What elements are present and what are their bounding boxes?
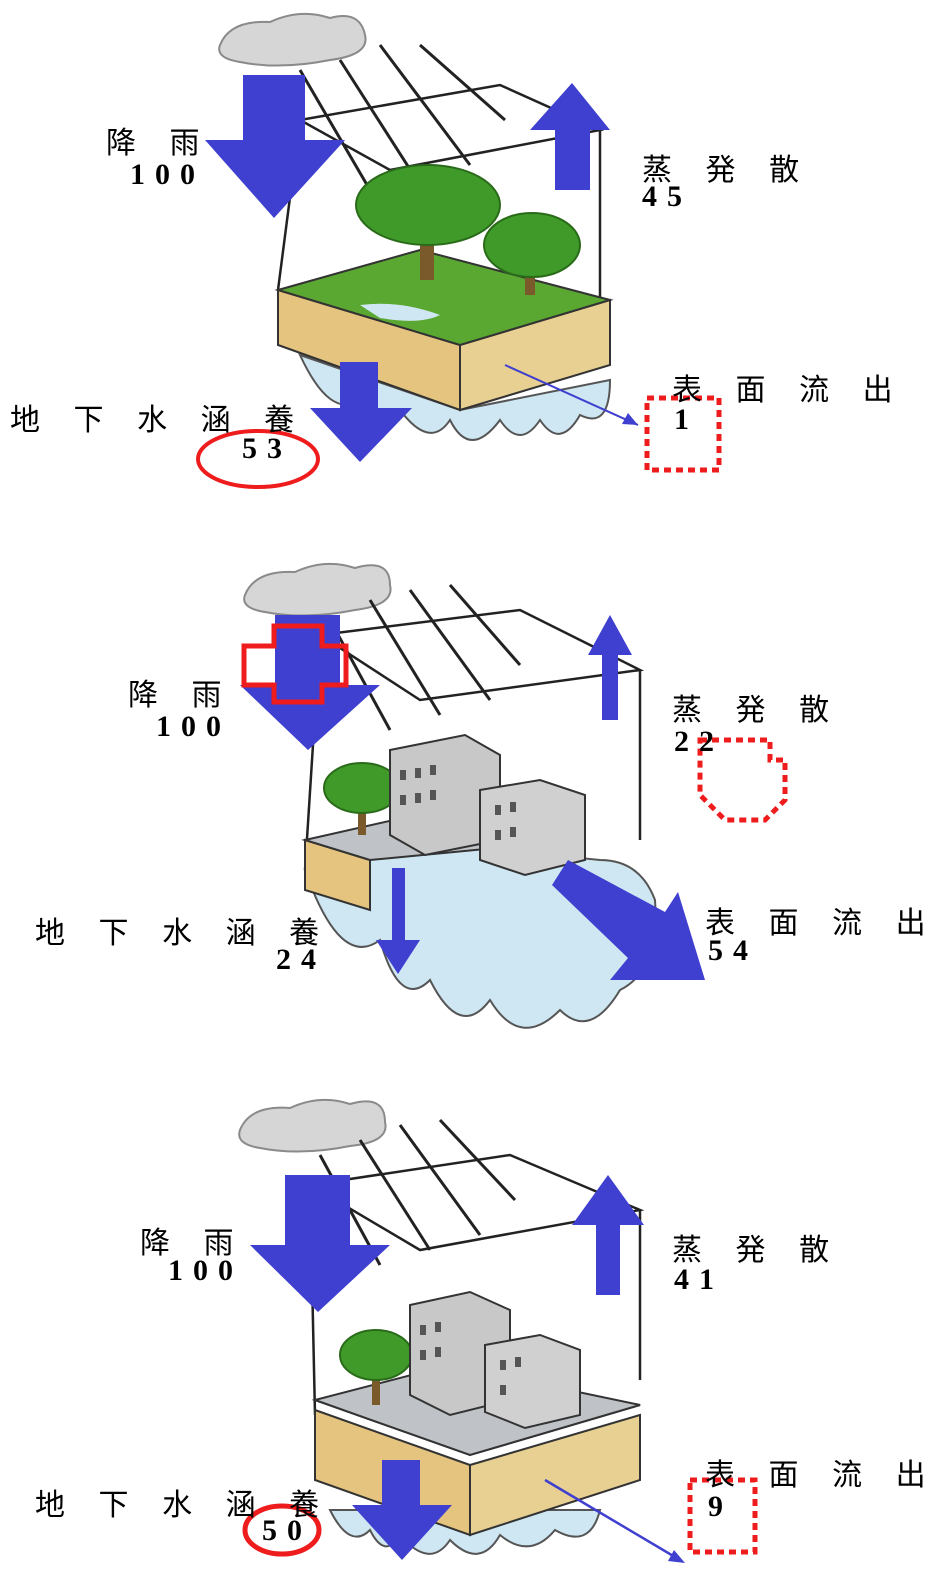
rain-lines: [298, 43, 506, 191]
cloud-icon: [243, 562, 392, 617]
forest-illustration: [196, 12, 722, 489]
recharge-arrow: [310, 362, 412, 462]
runoff-arrow: [544, 1478, 681, 1562]
rain-value: 100: [130, 158, 205, 191]
evap-value: 45: [642, 180, 692, 213]
evap-arrow: [588, 615, 632, 720]
evap-label: 蒸 発 散: [672, 1233, 842, 1268]
soil-layer-right: [469, 1413, 641, 1537]
recharge-label: 地 下 水 涵 養: [35, 916, 332, 951]
runoff-arrow: [504, 364, 639, 426]
rain-value: 100: [156, 710, 231, 743]
rain-arrow: [240, 615, 380, 750]
recharge-label: 地 下 水 涵 養: [35, 1488, 332, 1523]
runoff-label: 表 面 流 出: [705, 906, 935, 941]
runoff-value: 54: [708, 934, 758, 967]
runoff-highlight: [697, 737, 788, 823]
tree-icon: [339, 1329, 413, 1405]
recharge-arrow: [376, 868, 420, 974]
evap-arrow: [572, 1175, 644, 1295]
recharge-arrow: [352, 1460, 452, 1560]
recharge-value: 53: [242, 432, 292, 465]
recharge-value: 24: [276, 943, 326, 976]
runoff-value: 1: [674, 403, 699, 436]
tree-icon: [355, 164, 501, 280]
evap-value: 22: [674, 725, 724, 758]
rain-label: 降 雨: [128, 678, 234, 713]
tree-icon: [483, 212, 581, 295]
evap-label: 蒸 発 散: [672, 693, 842, 728]
runoff-value: 9: [708, 1490, 733, 1523]
panel-forest: 降 雨 100 蒸 発 散 45 表 面 流 出 1 地 下 水 涵 養 53: [0, 0, 935, 520]
cloud-icon: [218, 12, 367, 67]
city-infiltration-illustration: [238, 1098, 758, 1563]
recharge-highlight: [242, 1503, 322, 1557]
evap-label: 蒸 発 散: [642, 153, 812, 188]
runoff-highlight: [687, 1477, 758, 1555]
building-icon: [479, 778, 586, 877]
recharge-highlight: [196, 429, 320, 489]
runoff-label: 表 面 流 出: [705, 1458, 935, 1493]
rain-value: 100: [168, 1254, 243, 1287]
rain-label: 降 雨: [140, 1226, 246, 1261]
rain-arrow: [250, 1175, 390, 1312]
runoff-label: 表 面 流 出: [672, 373, 905, 408]
building-icon: [484, 1333, 581, 1430]
recharge-highlight: [241, 623, 349, 705]
evap-value: 41: [674, 1263, 724, 1296]
evap-arrow: [530, 83, 610, 190]
cloud-icon: [238, 1098, 387, 1153]
grass-surface: [274, 248, 614, 347]
recharge-value: 50: [262, 1514, 312, 1547]
runoff-arrow: [552, 860, 705, 980]
paved-surface: [311, 1363, 641, 1457]
panel-city: 降 雨 100 蒸 発 散 22 表 面 流 出 54 地 下 水 涵 養 24: [0, 540, 935, 1070]
recharge-label: 地 下 水 涵 養: [10, 403, 307, 438]
runoff-highlight: [644, 395, 722, 473]
rain-arrow: [205, 75, 345, 218]
city-illustration: [240, 562, 788, 1029]
rain-label: 降 雨: [106, 126, 212, 161]
panel-city-infiltration: 降 雨 100 蒸 発 散 41 表 面 流 出 9 地 下 水 涵 養 50: [0, 1080, 935, 1591]
